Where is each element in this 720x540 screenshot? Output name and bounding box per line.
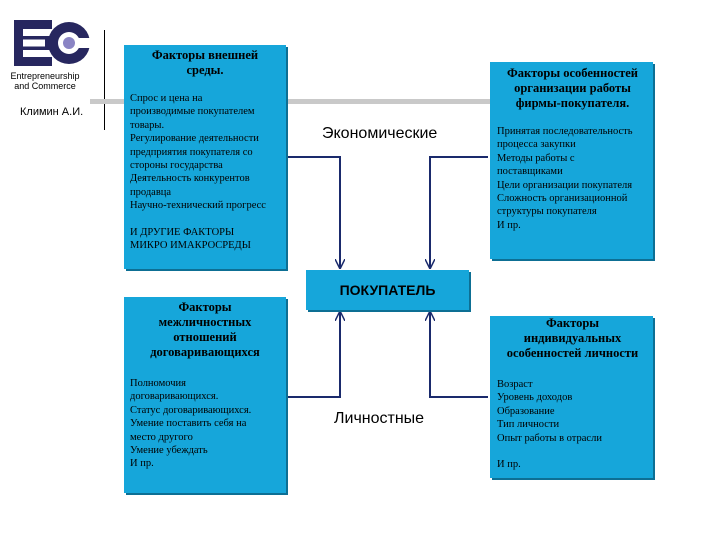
external-factors-title: Факторы внешней среды.: [151, 48, 259, 77]
list-item: Опыт работы в отрасли: [497, 432, 602, 444]
external-factors-box: Факторы внешней среды. Спрос и цена на п…: [124, 45, 286, 269]
logo-tagline: Entrepreneurship and Commerce: [4, 71, 86, 91]
organization-factors-list: Принятая последовательность процесса зак…: [497, 125, 648, 232]
list-item: Регулирование деятельности предприятия п…: [130, 133, 259, 172]
buyer-box: ПОКУПАТЕЛЬ: [306, 270, 469, 310]
arrow-interpersonal-to-buyer: [288, 312, 340, 398]
author-name: Климин А.И.: [20, 106, 84, 118]
external-factors-list: Спрос и цена на производимые покупателем…: [130, 92, 280, 252]
list-item: Возраст: [497, 379, 533, 390]
list-item: Сложность организационной структуры поку…: [497, 193, 628, 218]
list-item: Принятая последовательность процесса зак…: [497, 126, 633, 151]
list-item: И пр.: [497, 219, 521, 231]
list-item: И пр.: [497, 459, 521, 471]
list-item: Полномочия договаривающихся.: [130, 378, 219, 403]
list-item: Деятельность конкурентов продавца: [130, 173, 250, 198]
organization-factors-title: Факторы особенностей организации работы …: [506, 66, 639, 110]
ec-logo: [14, 20, 90, 66]
header-divider-horizontal: [90, 99, 490, 104]
list-item: Тип личности: [497, 419, 560, 431]
arrow-organization-to-buyer: [430, 156, 488, 268]
list-item: Спрос и цена на производимые покупателем…: [130, 93, 255, 131]
list-item: И ДРУГИЕ ФАКТОРЫ МИКРО ИМАКРОСРЕДЫ: [130, 226, 251, 252]
organization-factors-box: Факторы особенностей организации работы …: [490, 62, 653, 259]
list-item: Статус договаривающихся.: [130, 404, 252, 416]
individual-factors-title: Факторы индивидуальных особенностей личн…: [506, 316, 639, 360]
header-divider-vertical: [104, 30, 105, 130]
individual-factors-box: Факторы индивидуальных особенностей личн…: [490, 316, 653, 478]
list-item: Умение убеждать: [130, 445, 208, 457]
economic-label: Экономические: [322, 125, 438, 142]
interpersonal-factors-box: Факторы межличностных отношений договари…: [124, 297, 286, 493]
individual-factors-list: Возраст Уровень доходов Образование Тип …: [497, 378, 648, 471]
list-spacer: [130, 213, 280, 226]
tagline-line2: and Commerce: [14, 81, 76, 91]
tagline-line1: Entrepreneurship: [10, 71, 80, 81]
list-item: Умение поставить себя на место другого: [130, 418, 247, 443]
arrow-external-to-buyer: [288, 156, 340, 268]
interpersonal-factors-list: Полномочия договаривающихся. Статус дого…: [130, 377, 280, 471]
interpersonal-factors-title: Факторы межличностных отношений договари…: [150, 300, 260, 359]
list-item: Научно-технический прогресс: [130, 200, 266, 212]
list-item: Цели организации покупателя: [497, 179, 633, 191]
arrow-individual-to-buyer: [430, 312, 488, 398]
list-item: Образование: [497, 405, 555, 417]
list-item: Уровень доходов: [497, 392, 573, 404]
list-spacer: [497, 445, 648, 458]
personal-label: Личностные: [334, 410, 425, 427]
list-item: И пр.: [130, 458, 154, 470]
list-item: Методы работы с поставщиками: [497, 152, 575, 178]
